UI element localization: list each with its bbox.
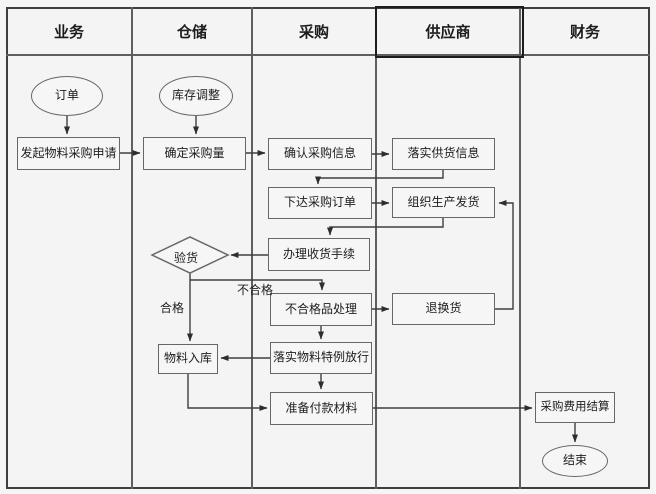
node-initiate-request[interactable]: 发起物料采购申请 [17,137,120,170]
node-nonconforming[interactable]: 不合格品处理 [270,293,372,326]
lane-divider-3 [375,7,377,489]
lane-divider-4 [519,7,521,489]
node-returns[interactable]: 退换货 [392,293,495,325]
edge-warehousein-to-preparepayment [187,374,268,411]
node-special-release[interactable]: 落实物料特例放行 [270,342,372,374]
lane-divider-2 [251,7,253,489]
node-issue-po[interactable]: 下达采购订单 [268,187,372,219]
node-confirm-info[interactable]: 确认采购信息 [268,138,372,170]
node-order[interactable]: 订单 [31,76,103,116]
lane-header-supplier[interactable]: 供应商 [425,23,471,41]
lane-header-warehouse[interactable]: 仓储 [176,23,207,41]
node-prepare-payment[interactable]: 准备付款材料 [270,392,373,425]
node-receiving[interactable]: 办理收货手续 [268,238,370,271]
edge-organize-to-receiving [327,218,444,236]
branch-label-qualified: 合格 [160,301,185,315]
node-determine-quantity[interactable]: 确定采购量 [143,137,246,170]
inspection-diamond-shape[interactable] [150,236,230,274]
edge-supplyinfo-to-issuepo [315,170,444,185]
node-supply-info[interactable]: 落实供货信息 [392,138,495,170]
edge-returns-to-organize [495,200,514,310]
node-end[interactable]: 结束 [542,445,608,477]
lane-divider-1 [131,7,133,489]
edge-inspect-unqualified-to-nonconforming [190,279,325,291]
lane-header-finance[interactable]: 财务 [569,23,600,41]
header-divider-line [6,54,650,56]
lane-header-procurement[interactable]: 采购 [298,23,329,41]
node-inventory-adjust[interactable]: 库存调整 [159,76,233,116]
branch-label-unqualified: 不合格 [237,283,274,297]
node-warehouse-in[interactable]: 物料入库 [158,344,218,374]
node-expense-settlement[interactable]: 采购费用结算 [535,392,615,423]
node-organize-shipping[interactable]: 组织生产发货 [392,187,495,218]
supplier-lane-selection-border [375,6,524,58]
lane-header-business[interactable]: 业务 [53,23,84,41]
node-inspect-label[interactable]: 验货 [174,251,199,265]
